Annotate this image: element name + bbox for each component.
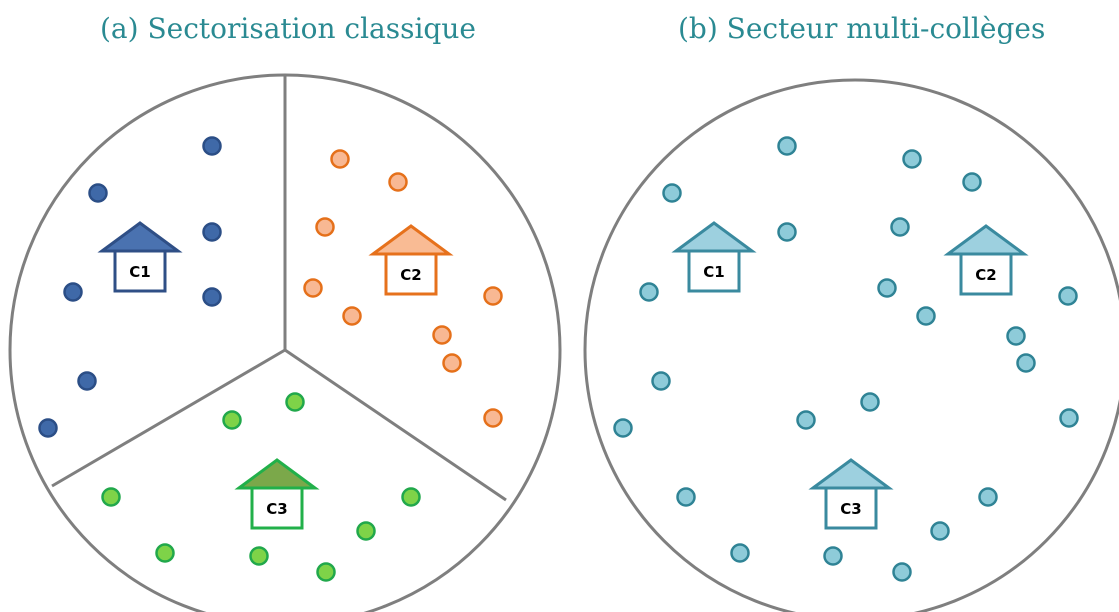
house-roof <box>234 458 320 490</box>
dot-student <box>777 222 797 242</box>
dot-student <box>916 306 936 326</box>
dot-student <box>890 217 910 237</box>
house-roof <box>808 458 894 490</box>
house-c1: C1 <box>97 221 183 293</box>
dot-student <box>651 371 671 391</box>
house-label: C1 <box>703 263 724 281</box>
house-body <box>384 252 438 296</box>
dot-student <box>962 172 982 192</box>
house-body <box>959 252 1013 296</box>
dot-c3 <box>285 392 305 412</box>
house-label: C2 <box>975 266 996 284</box>
house-body <box>824 486 878 530</box>
panel-a-title: (a) Sectorisation classique <box>100 12 476 45</box>
dot-c3 <box>155 543 175 563</box>
dot-student <box>860 392 880 412</box>
dot-student <box>796 410 816 430</box>
dots-sector-c3 <box>101 392 421 582</box>
house-label: C3 <box>266 500 287 518</box>
dot-c2 <box>342 306 362 326</box>
dot-c2 <box>432 325 452 345</box>
house-roof <box>97 221 183 253</box>
house-roof <box>368 224 454 256</box>
dot-student <box>978 487 998 507</box>
sector-divider-south-east <box>284 348 507 502</box>
dot-c2 <box>330 149 350 169</box>
dot-student <box>1058 286 1078 306</box>
dot-student <box>877 278 897 298</box>
dot-c2 <box>442 353 462 373</box>
dot-student <box>902 149 922 169</box>
house-body <box>113 249 167 293</box>
dot-c2 <box>483 408 503 428</box>
dot-c3 <box>401 487 421 507</box>
panel-b-title: (b) Secteur multi-collèges <box>678 12 1046 45</box>
dot-c3 <box>222 410 242 430</box>
house-label: C2 <box>400 266 421 284</box>
dot-c3 <box>316 562 336 582</box>
dot-student <box>676 487 696 507</box>
house-label: C1 <box>129 263 150 281</box>
dot-c1 <box>202 136 222 156</box>
dot-student <box>1059 408 1079 428</box>
dot-c1 <box>63 282 83 302</box>
dot-c3 <box>249 546 269 566</box>
dot-c1 <box>88 183 108 203</box>
house-roof <box>943 224 1029 256</box>
house-c2: C2 <box>943 224 1029 296</box>
dot-student <box>662 183 682 203</box>
house-body <box>250 486 304 530</box>
dot-student <box>613 418 633 438</box>
house-c3: C3 <box>808 458 894 530</box>
house-body <box>687 249 741 293</box>
dot-c2 <box>315 217 335 237</box>
sector-divider-south-west <box>51 348 286 488</box>
dot-c3 <box>101 487 121 507</box>
dot-student <box>730 543 750 563</box>
dot-student <box>1006 326 1026 346</box>
dots-sector-c2 <box>303 149 503 428</box>
panel-b-region <box>583 78 1119 612</box>
dot-student <box>823 546 843 566</box>
house-roof <box>671 221 757 253</box>
house-c2: C2 <box>368 224 454 296</box>
dot-student <box>777 136 797 156</box>
house-label: C3 <box>840 500 861 518</box>
dot-c3 <box>356 521 376 541</box>
dot-c1 <box>77 371 97 391</box>
dot-student <box>892 562 912 582</box>
dot-student <box>1016 353 1036 373</box>
dot-c2 <box>483 286 503 306</box>
house-c3: C3 <box>234 458 320 530</box>
dots-sector-c1 <box>38 136 222 438</box>
dot-c1 <box>202 287 222 307</box>
dot-c2 <box>303 278 323 298</box>
dot-c1 <box>38 418 58 438</box>
dot-c2 <box>388 172 408 192</box>
house-c1: C1 <box>671 221 757 293</box>
dot-student <box>930 521 950 541</box>
dot-c1 <box>202 222 222 242</box>
dot-student <box>639 282 659 302</box>
dots-multi-sector <box>613 136 1079 582</box>
